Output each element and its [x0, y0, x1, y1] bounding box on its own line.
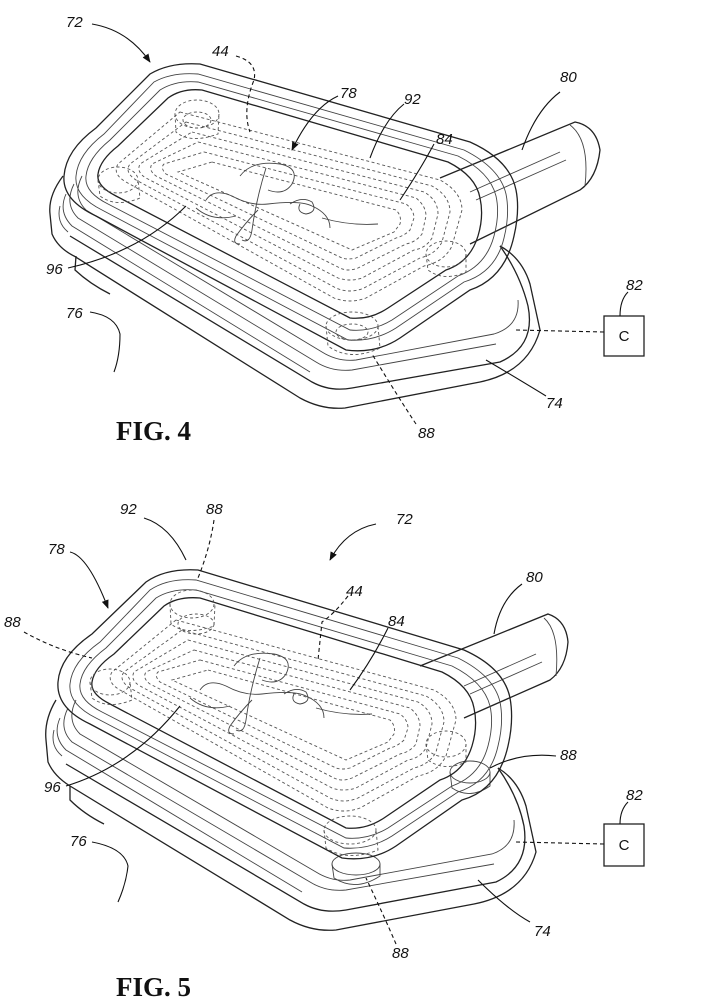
cable-80	[420, 614, 568, 718]
ref-82: 82	[626, 787, 643, 804]
ref-76: 76	[66, 305, 83, 322]
ref-80: 80	[560, 69, 577, 86]
ref-74: 74	[546, 395, 563, 412]
ref-82: 82	[626, 277, 643, 294]
ref-44: 44	[346, 583, 363, 600]
ref-76: 76	[70, 833, 87, 850]
ref-88-left: 88	[4, 614, 21, 631]
ref-96: 96	[44, 779, 61, 796]
controller-label: C	[619, 328, 630, 345]
ref-92: 92	[120, 501, 137, 518]
ref-84: 84	[388, 613, 405, 630]
ref-78: 78	[48, 541, 65, 558]
ref-92: 92	[404, 91, 421, 108]
figure-4: C 72 44 78 92 80 84 96 82 76 74 88 FIG.	[46, 14, 644, 446]
cover-78	[58, 570, 512, 859]
figure-5: C 92 88 72 78 44 80 88 84 88	[4, 501, 644, 1002]
ref-88: 88	[418, 425, 435, 442]
ref-84: 84	[436, 131, 453, 148]
ref-44: 44	[212, 43, 229, 60]
ref-78: 78	[340, 85, 357, 102]
ref-72: 72	[66, 14, 83, 31]
ref-88-bottom: 88	[392, 945, 409, 962]
ref-88-top: 88	[206, 501, 223, 518]
ref-96: 96	[46, 261, 63, 278]
ref-72: 72	[396, 511, 413, 528]
figure-4-label: FIG. 4	[116, 416, 191, 446]
controller-box: C	[516, 316, 644, 356]
figure-5-label: FIG. 5	[116, 972, 191, 1002]
controller-label: C	[619, 837, 630, 854]
controller-box: C	[516, 824, 644, 866]
ref-88-right: 88	[560, 747, 577, 764]
ref-80: 80	[526, 569, 543, 586]
ref-74: 74	[534, 923, 551, 940]
logo-96	[196, 163, 378, 244]
